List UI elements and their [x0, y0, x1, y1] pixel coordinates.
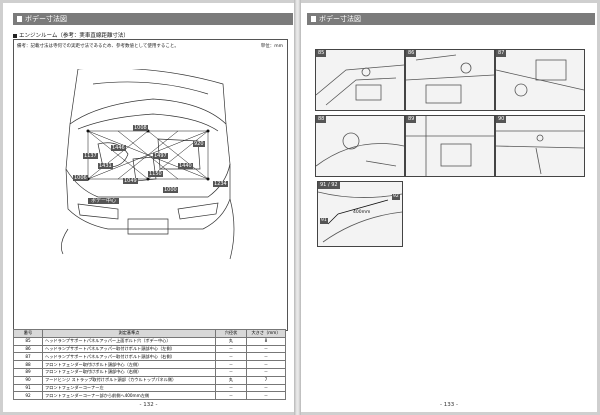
engine-photo-icon: [406, 116, 494, 176]
note-text: 備考：記載寸法は寺何での実距寸法であるため、参考数値として使用すること。: [17, 44, 179, 49]
row-hole-shape: －: [215, 391, 247, 401]
row-description: ヘッドランプサポートパネルアッパー上面ボルト穴（ボデー中心）: [42, 336, 216, 346]
row-number: 87: [13, 352, 43, 362]
photo-label: 90: [496, 116, 507, 123]
photo-label: 88: [316, 116, 327, 123]
photo-label: 85: [316, 50, 327, 57]
header-marker-icon: [311, 16, 316, 22]
row-number: 86: [13, 344, 43, 354]
dimension-label: 1440: [178, 163, 193, 169]
page-number: - 132 -: [139, 402, 158, 408]
left-page: ボデー寸法図 エンジンルーム（参考：実車直線距離寸法） 備考：記載寸法は寺何での…: [3, 3, 294, 412]
page-header: ボデー寸法図: [13, 13, 293, 25]
row-number: 89: [13, 367, 43, 377]
row-hole-shape: 丸: [215, 375, 247, 385]
row-size: －: [246, 360, 286, 369]
photo-89: 89: [405, 115, 495, 177]
row-hole-shape: －: [215, 360, 247, 369]
row-number: 88: [13, 360, 43, 369]
dimension-label: 1446: [111, 145, 126, 151]
photo-88: 88: [315, 115, 405, 177]
unit-label: 単位：mm: [260, 44, 283, 49]
point-tag: 92: [392, 194, 400, 200]
row-hole-shape: 丸: [215, 336, 247, 346]
col-header: 番号: [13, 329, 43, 338]
dimension-label: 1000: [163, 187, 178, 193]
dimension-label: 1431: [98, 163, 113, 169]
dimension-text: 400mm: [353, 210, 371, 215]
photo-87: 87: [495, 49, 585, 111]
square-bullet-icon: [13, 33, 17, 38]
row-size: 8: [246, 336, 286, 346]
row-hole-shape: －: [215, 367, 247, 377]
row-hole-shape: －: [215, 383, 247, 393]
engine-room-diagram: [61, 69, 235, 260]
page-title: ボデー寸法図: [319, 15, 361, 23]
dimension-label: 1234: [213, 181, 228, 187]
page-number: - 133 -: [440, 402, 458, 408]
row-description: ヘッドランプサポートパネルアッパー取付けボルト頭部中心（左側）: [42, 344, 216, 354]
engine-photo-icon: [496, 59, 584, 97]
row-hole-shape: －: [215, 344, 247, 354]
row-size: －: [246, 367, 286, 377]
row-size: －: [246, 352, 286, 362]
page-header: ボデー寸法図: [307, 13, 595, 25]
row-size: 7: [246, 375, 286, 385]
photo-86: 86: [405, 49, 495, 111]
section-subtitle: エンジンルーム（参考：実車直線距離寸法）: [13, 31, 129, 39]
photo-90: 90: [495, 115, 585, 177]
point-tag: 91: [320, 218, 328, 224]
row-description: フロントフェンダーコーナー部から前側へ400mm左側: [42, 391, 216, 401]
book-spine: [294, 0, 301, 415]
photo-label: 87: [496, 50, 507, 57]
row-description: フロントフェンダー取付けボルト頭部中心（左側）: [42, 360, 216, 369]
dimension-label: 920: [193, 141, 205, 147]
row-description: フロントフェンダー取付けボルト頭部中心（右側）: [42, 367, 216, 377]
engine-photo-icon: [316, 132, 404, 167]
row-number: 91: [13, 383, 43, 393]
row-size: －: [246, 391, 286, 401]
row-description: フードヒンジ ストラップ取付けボルト頭部（カウルトップパネル側）: [42, 375, 216, 385]
engine-photo-icon: [316, 64, 404, 106]
row-description: フロントフェンダーコーナー左: [42, 383, 216, 393]
dimension-label: 1137: [83, 153, 98, 159]
engine-photo-icon: [496, 130, 584, 175]
col-header: 穴径状: [215, 329, 247, 338]
row-number: 92: [13, 391, 43, 401]
row-number: 90: [13, 375, 43, 385]
body-center-label: ボデー中心: [88, 198, 120, 204]
photo-label: 86: [406, 50, 417, 57]
right-page: ボデー寸法図 85 86 87 88 89 90 91 / 92 400mm 9…: [301, 3, 597, 412]
engine-photo-icon: [406, 54, 494, 104]
dimension-label: 1150: [148, 171, 163, 177]
dimension-label: 1008: [133, 125, 148, 131]
col-header: 測定基準点: [42, 329, 216, 338]
row-number: 85: [13, 336, 43, 346]
photo-85: 85: [315, 49, 405, 111]
row-hole-shape: －: [215, 352, 247, 362]
photo-label: 91 / 92: [318, 182, 340, 189]
header-marker-icon: [17, 16, 22, 22]
col-header: 大きさ（mm）: [246, 329, 286, 338]
row-size: －: [246, 383, 286, 393]
page-title: ボデー寸法図: [25, 15, 67, 23]
photo-91-92: 91 / 92 400mm 92 91: [317, 181, 403, 247]
photo-label: 89: [406, 116, 417, 123]
dimension-label: 1049: [123, 178, 138, 184]
row-description: ヘッドランプサポートパネルアッパー取付けボルト頭部中心（右側）: [42, 352, 216, 362]
dimension-label: 1497: [153, 153, 168, 159]
dimension-label: 1006: [73, 175, 88, 181]
row-size: －: [246, 344, 286, 354]
